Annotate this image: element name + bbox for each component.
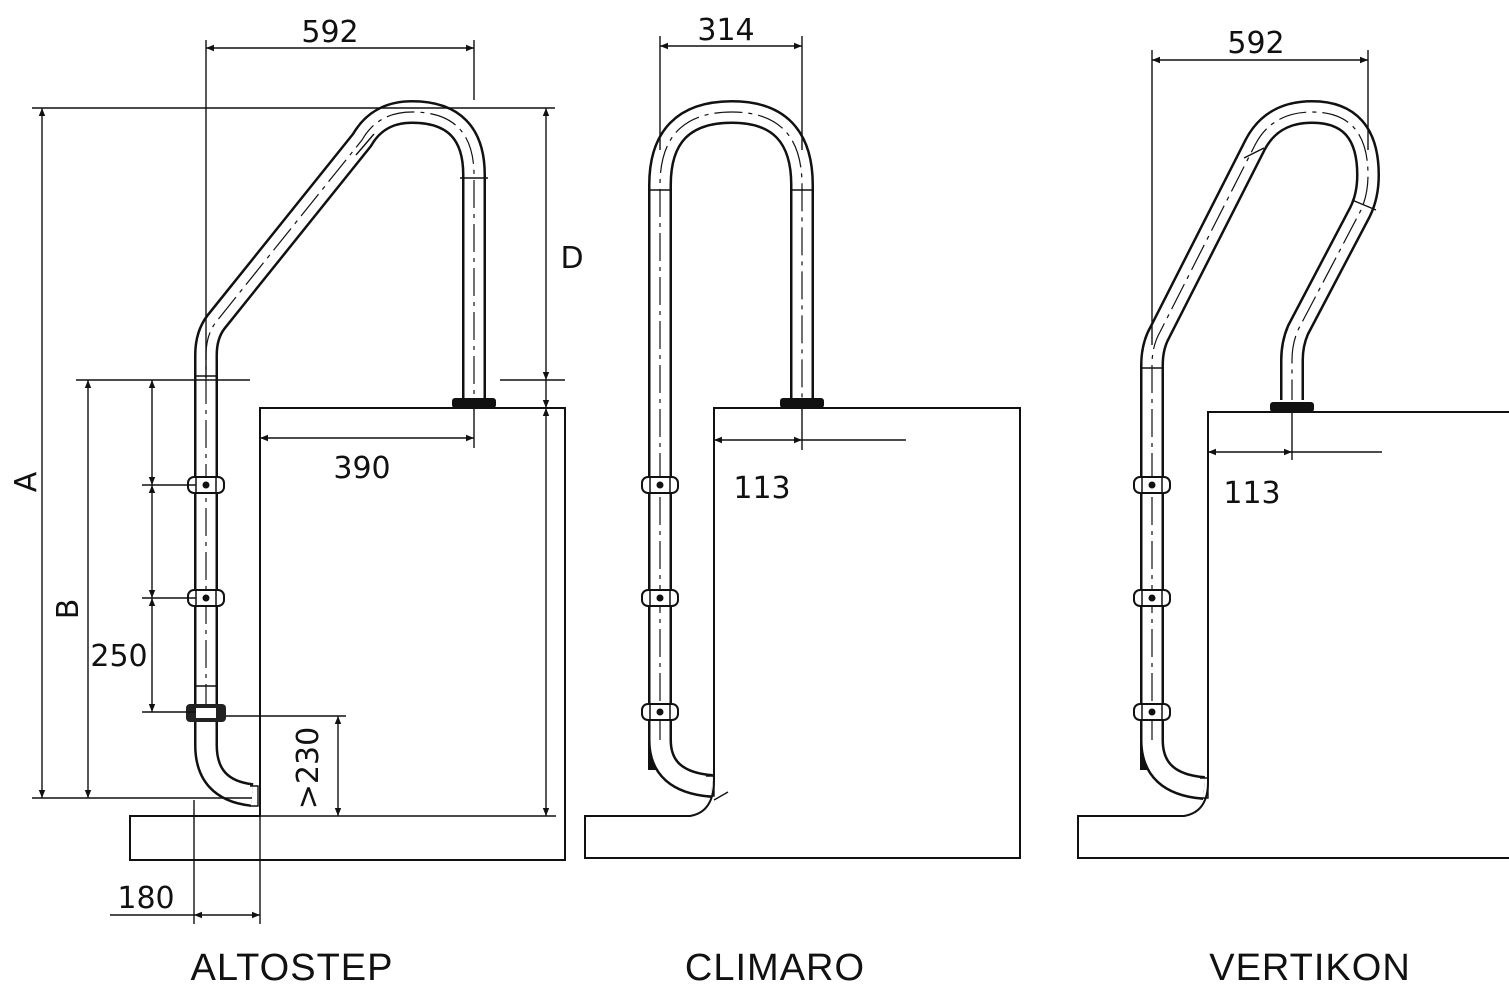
dim-top-width-vertikon: 592 xyxy=(1227,26,1284,61)
bottom-clamp xyxy=(186,704,226,722)
ladder-tube-climaro xyxy=(648,100,814,798)
step-clamp xyxy=(1133,589,1171,607)
anchor-plate-altostep xyxy=(452,398,496,408)
step-clamp xyxy=(1133,476,1171,494)
pool-wall-vertikon xyxy=(1207,411,1509,782)
pool-wall-climaro xyxy=(584,407,1021,859)
dim-anchor-offset-vertikon: 113 xyxy=(1223,476,1280,511)
dim-overall-height: A xyxy=(9,471,44,492)
dim-handrail-offset: 390 xyxy=(333,451,390,486)
dim-tread-pitch: 250 xyxy=(90,639,147,674)
pool-wall-altostep xyxy=(129,407,566,861)
dim-handrail-height: D xyxy=(560,241,583,276)
ladder-vertikon: 592 113 VERTIKON xyxy=(1077,26,1509,984)
dim-top-width-altostep: 592 xyxy=(301,15,358,50)
anchor-plate-vertikon xyxy=(1270,402,1314,412)
step-clamp xyxy=(641,589,679,607)
dim-tread-distance: 180 xyxy=(117,881,174,916)
dim-tread-height: B xyxy=(51,599,86,620)
dim-bottom-clearance: >230 xyxy=(291,727,326,809)
ladder-altostep: 592 390 A B 250 D >230 xyxy=(9,15,584,984)
dim-anchor-offset-climaro: 113 xyxy=(733,471,790,506)
step-clamp xyxy=(1133,703,1171,721)
ladder-name-climaro: CLIMARO xyxy=(685,947,865,984)
ladder-name-vertikon: VERTIKON xyxy=(1209,947,1411,984)
ladder-tube-altostep xyxy=(194,100,488,807)
step-clamp xyxy=(641,703,679,721)
ladder-tube-vertikon xyxy=(1140,100,1380,800)
step-clamp xyxy=(641,476,679,494)
ladder-climaro: 314 113 CLIMARO xyxy=(584,13,1021,984)
anchor-plate-climaro xyxy=(780,398,824,408)
ladder-name-altostep: ALTOSTEP xyxy=(191,947,394,984)
dim-top-width-climaro: 314 xyxy=(697,13,754,48)
